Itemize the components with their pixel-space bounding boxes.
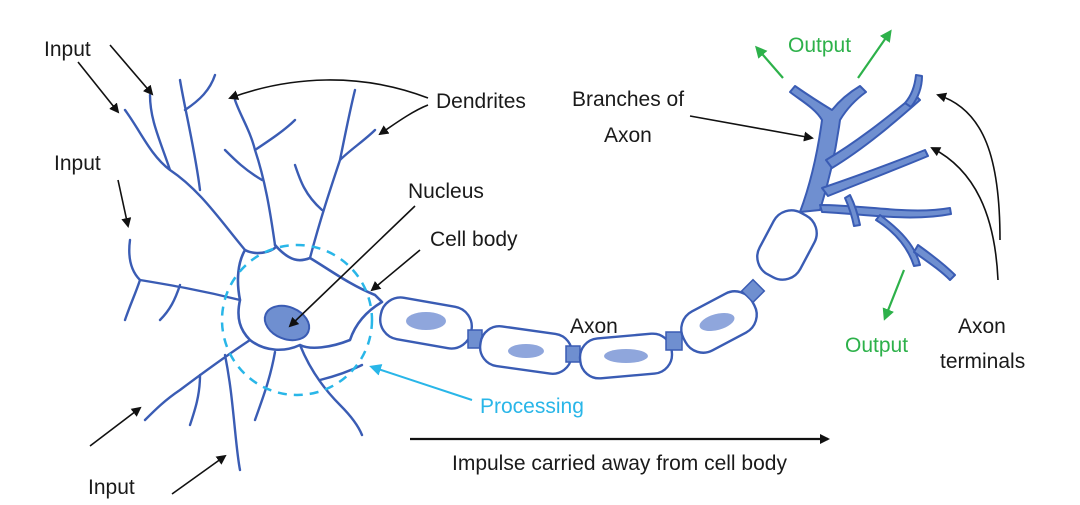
- label-output-top: Output: [788, 34, 851, 57]
- myelin-spot: [406, 312, 446, 330]
- label-processing: Processing: [480, 395, 584, 418]
- dendrite-lower-left: [143, 338, 252, 472]
- processing-circle: [220, 243, 374, 397]
- axon-branch-lower: [819, 204, 952, 219]
- dendrite-upper-right: [293, 88, 377, 260]
- annotation-arrows: [77, 44, 1001, 495]
- label-input-bottom: Input: [88, 476, 135, 499]
- label-axon: Axon: [570, 315, 618, 338]
- label-branches-line2: Axon: [604, 124, 652, 147]
- label-input-mid: Input: [54, 152, 101, 175]
- node-of-ranvier: [565, 345, 581, 363]
- axon-trunk-branch: [789, 85, 867, 213]
- axon-branch-upper-tip: [904, 74, 923, 108]
- label-impulse: Impulse carried away from cell body: [452, 452, 787, 475]
- cell-body-outline: [236, 243, 384, 351]
- label-cell-body: Cell body: [430, 228, 518, 251]
- labels: Input Input Input Dendrites Nucleus Cell…: [44, 34, 1025, 499]
- node-of-ranvier: [740, 278, 766, 304]
- myelin-spot: [699, 312, 735, 332]
- output-arrow-bottom: [882, 269, 906, 321]
- label-output-bottom: Output: [845, 334, 908, 357]
- dendrite-left: [123, 238, 242, 322]
- dendrite-upper-center: [223, 98, 297, 247]
- axon-branch-upper: [825, 94, 921, 169]
- dendrites-and-cell-body: [123, 73, 384, 472]
- output-arrows: [755, 29, 906, 321]
- dendrite-upper-left: [123, 73, 247, 252]
- axon-branch-small: [844, 194, 861, 227]
- label-branches-line1: Branches of: [572, 88, 684, 111]
- output-arrow-left: [755, 45, 784, 79]
- label-nucleus: Nucleus: [408, 180, 484, 203]
- label-dendrites: Dendrites: [436, 90, 526, 113]
- nucleus-shape: [263, 304, 311, 342]
- myelin-spot: [604, 349, 648, 363]
- axon-branch-lower-twig: [875, 214, 921, 267]
- output-arrow-right: [857, 29, 892, 79]
- axon-branch-lower-tip: [913, 244, 956, 281]
- axon-branch-middle: [821, 149, 929, 197]
- processing-arrow: [369, 364, 473, 401]
- myelin-sheath: [756, 209, 818, 281]
- myelin-spot: [508, 344, 544, 358]
- label-input-top: Input: [44, 38, 91, 61]
- axon: [379, 209, 818, 380]
- node-of-ranvier: [665, 331, 683, 351]
- label-axon-terminals-line2: terminals: [940, 350, 1025, 373]
- label-axon-terminals-line1: Axon: [958, 315, 1006, 338]
- axon-branches: [789, 74, 956, 281]
